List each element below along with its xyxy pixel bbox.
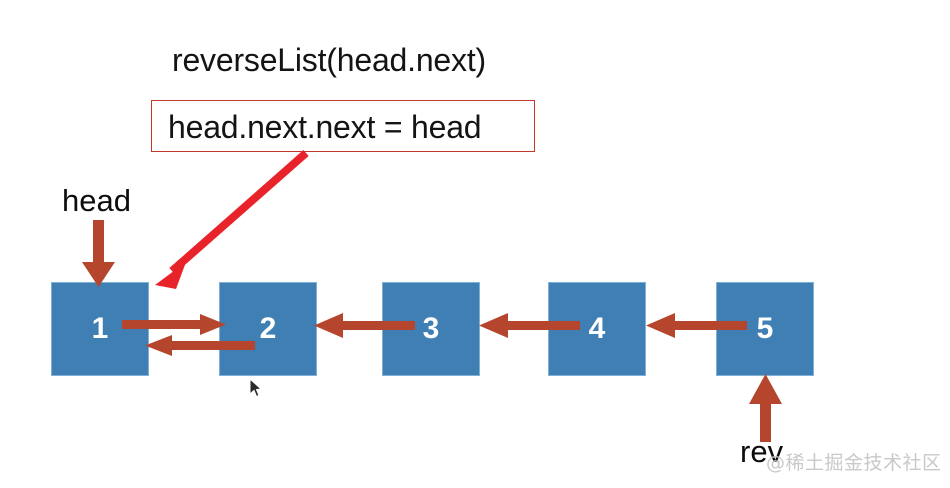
list-node-label: 4 (588, 312, 606, 345)
mouse-pointer-icon (249, 378, 263, 398)
list-node-label: 5 (756, 312, 774, 345)
list-node-5: 5 (717, 283, 813, 375)
head-pointer-label: head (62, 183, 131, 218)
list-node-4: 4 (549, 283, 645, 375)
expression-callout-box (151, 100, 535, 152)
list-node-label: 2 (259, 312, 277, 345)
list-node-1: 1 (52, 283, 148, 375)
rev-pointer-arrow (749, 374, 782, 442)
list-node-label: 1 (91, 312, 109, 345)
head-pointer-arrow (82, 220, 115, 287)
list-node-3: 3 (383, 283, 479, 375)
list-node-2: 2 (220, 283, 316, 375)
expression-callout-label: head.next.next = head (168, 109, 482, 145)
list-node-label: 3 (422, 312, 440, 345)
recursive-call-label: reverseList(head.next) (172, 42, 486, 78)
callout-pointer-arrow (155, 149, 309, 289)
watermark-text: @稀土掘金技术社区 (766, 452, 942, 474)
